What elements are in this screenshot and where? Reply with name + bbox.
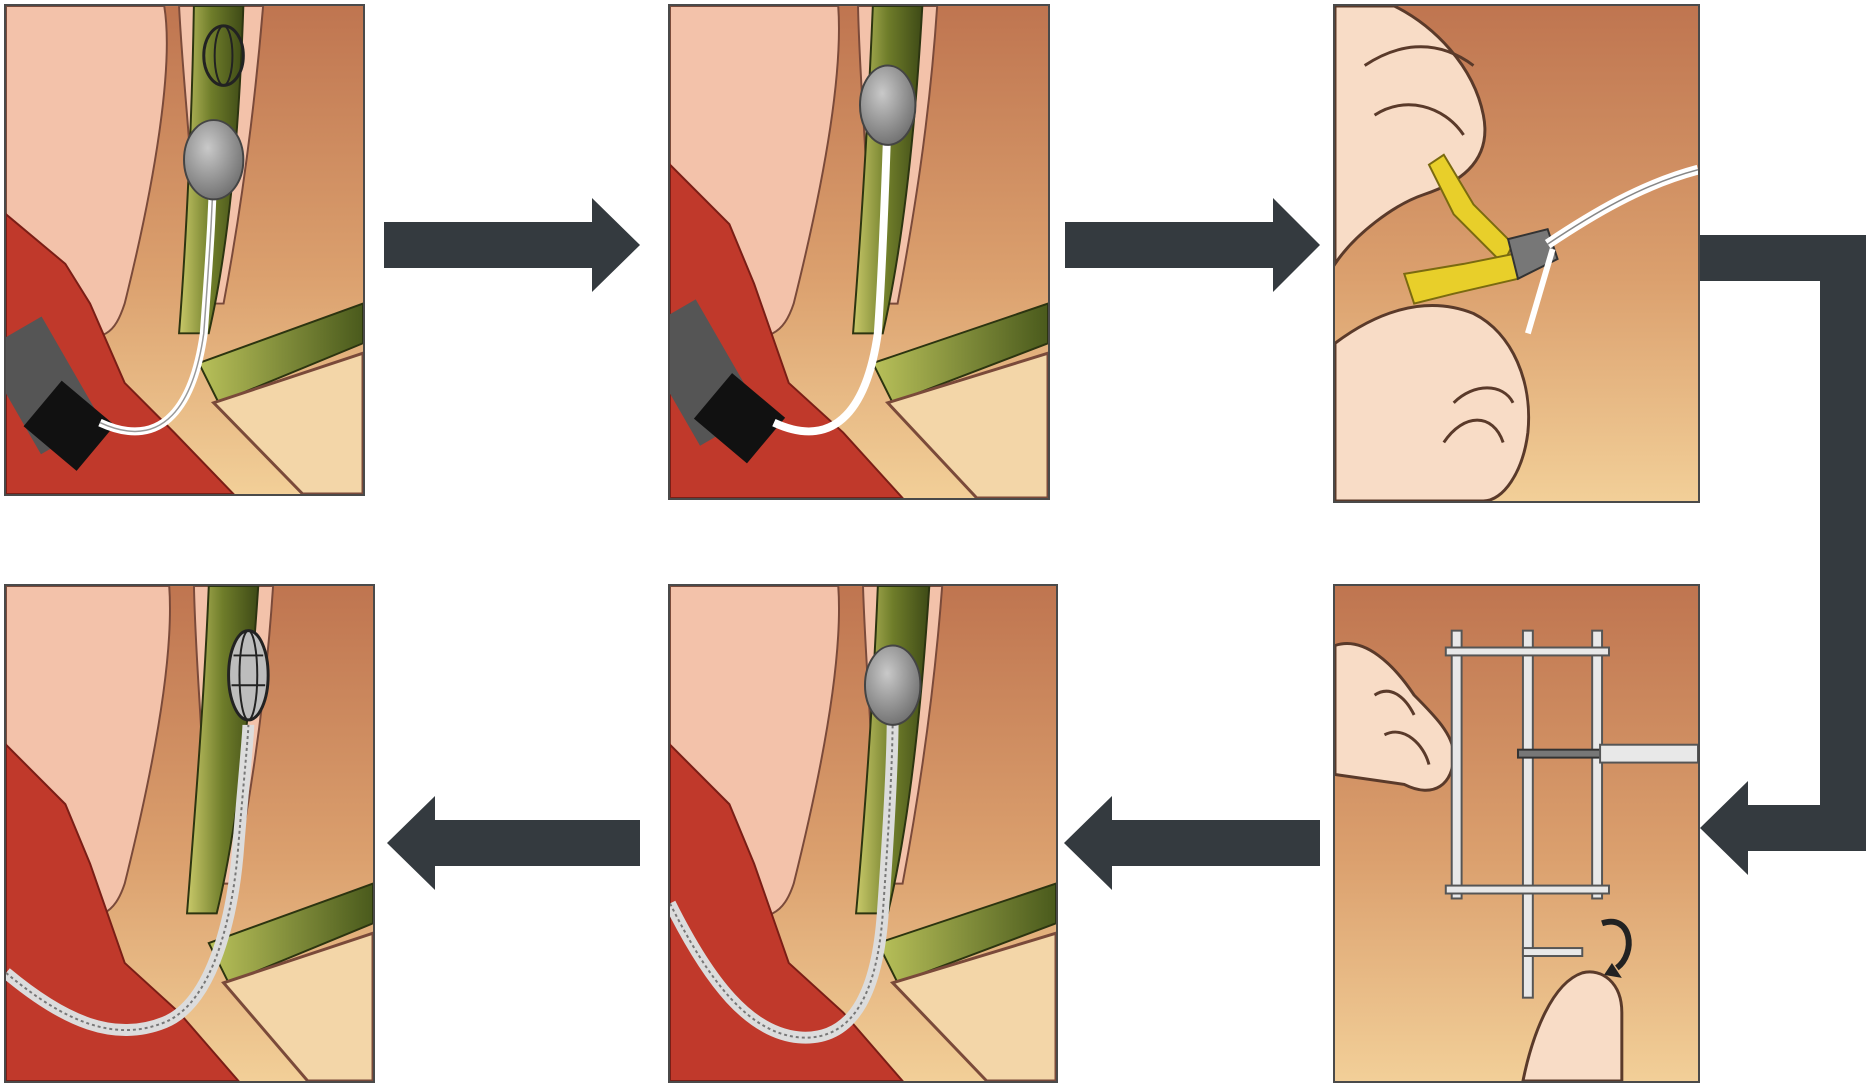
step-2-panel — [668, 4, 1050, 500]
stone-captured-in-basket-icon — [670, 6, 1048, 498]
arrow-step5-to-step6 — [387, 796, 640, 890]
step-4-panel — [1333, 584, 1700, 1083]
cutting-basket-handle-with-pliers-icon — [1335, 6, 1698, 501]
arrow-step3-to-step4 — [1700, 235, 1866, 875]
step-1-panel — [4, 4, 365, 496]
stone-crushed-in-basket-icon — [6, 586, 373, 1081]
arrow-step2-to-step3 — [1065, 198, 1320, 292]
basket-engaging-stone-icon — [6, 6, 363, 494]
step-6-panel — [4, 584, 375, 1083]
arrow-step4-to-step5 — [1064, 796, 1320, 890]
metal-sheath-advanced-to-stone-icon — [670, 586, 1056, 1081]
step-3-panel — [1333, 4, 1700, 503]
step-5-panel — [668, 584, 1058, 1083]
arrow-step1-to-step2 — [384, 198, 640, 292]
mechanical-lithotripter-handle-icon — [1335, 586, 1698, 1081]
